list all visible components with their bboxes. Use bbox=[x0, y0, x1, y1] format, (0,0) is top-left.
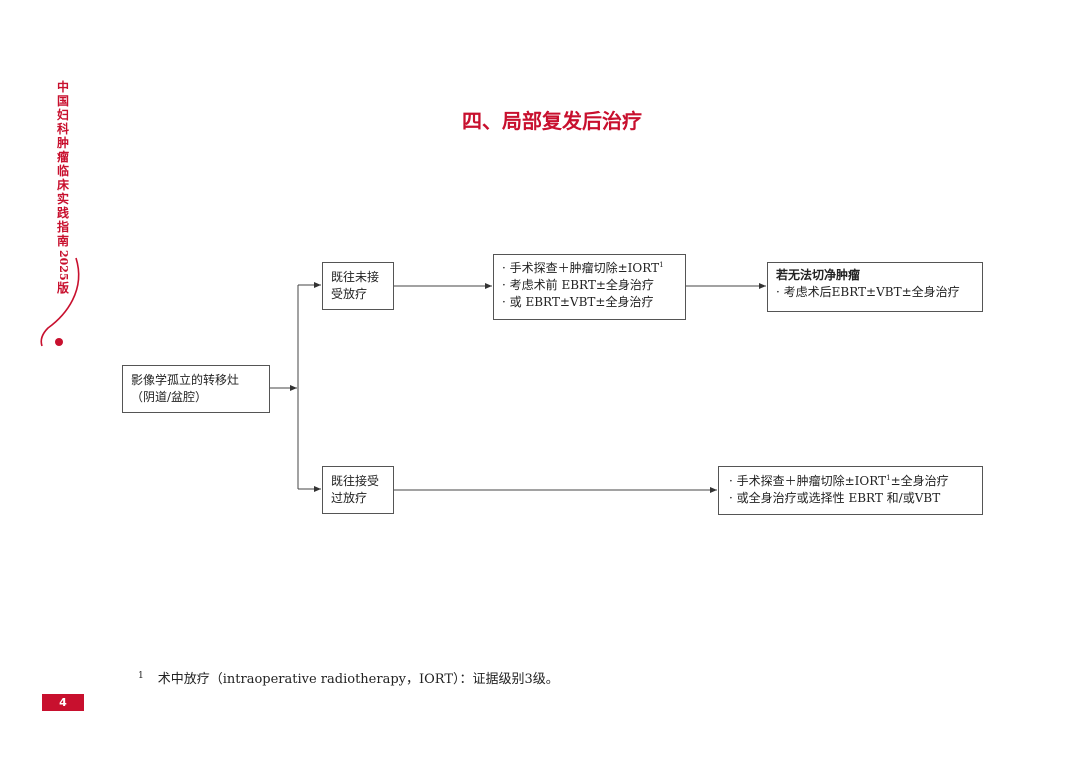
side-title-char: 践 bbox=[56, 206, 69, 220]
box-text: 过放疗 bbox=[331, 491, 368, 505]
treatment-options-treated-box: · 手术探查＋肿瘤切除±IORT1±全身治疗 · 或全身治疗或选择性 EBRT … bbox=[718, 466, 983, 515]
box-heading: 若无法切净肿瘤 bbox=[776, 268, 861, 282]
side-title-char: 床 bbox=[56, 178, 69, 192]
page-title: 四、局部复发后治疗 bbox=[462, 109, 642, 133]
option-item: · 手术探查＋肿瘤切除±IORT1±全身治疗 bbox=[729, 473, 972, 490]
option-item: · 考虑术前 EBRT±全身治疗 bbox=[502, 278, 654, 292]
footnote: 1 术中放疗（intraoperative radiotherapy，IORT）：… bbox=[138, 668, 559, 687]
option-text: · 手术探查＋肿瘤切除±IORT bbox=[729, 474, 887, 488]
box-text: 受放疗 bbox=[331, 287, 368, 301]
side-title-char: 指 bbox=[56, 220, 69, 234]
box-text: 既往未接 bbox=[331, 270, 380, 284]
decorative-arc-icon bbox=[40, 257, 80, 347]
side-title-char: 临 bbox=[56, 164, 69, 178]
footnote-mark: 1 bbox=[138, 670, 144, 681]
prior-radiotherapy-box: 既往接受 过放疗 bbox=[322, 466, 394, 514]
page-number: 4 bbox=[42, 694, 84, 711]
side-title-char: 科 bbox=[56, 122, 69, 136]
no-prior-radiotherapy-box: 既往未接 受放疗 bbox=[322, 262, 394, 310]
side-title-char: 中 bbox=[56, 80, 69, 94]
option-item: · 或全身治疗或选择性 EBRT 和/或VBT bbox=[729, 491, 941, 505]
side-guideline-title: 中 国 妇 科 肿 瘤 临 床 实 践 指 南 2025 版 bbox=[55, 80, 71, 295]
footnote-ref: 1 bbox=[886, 474, 891, 482]
option-item: · 手术探查＋肿瘤切除±IORT1 bbox=[502, 260, 677, 277]
side-title-char: 实 bbox=[56, 192, 69, 206]
side-title-year: 2025 bbox=[57, 250, 70, 281]
box-text: 既往接受 bbox=[331, 474, 380, 488]
side-title-char: 瘤 bbox=[56, 150, 69, 164]
footnote-ref: 1 bbox=[659, 261, 664, 269]
side-title-char: 妇 bbox=[56, 108, 69, 122]
treatment-options-untreated-box: · 手术探查＋肿瘤切除±IORT1 · 考虑术前 EBRT±全身治疗 · 或 E… bbox=[493, 254, 686, 320]
side-title-edition: 版 bbox=[56, 280, 69, 295]
side-title-char: 国 bbox=[56, 94, 69, 108]
side-title-char: 肿 bbox=[56, 136, 69, 150]
box-text: （阴道/盆腔） bbox=[131, 390, 208, 404]
option-item: · 考虑术后EBRT±VBT±全身治疗 bbox=[776, 285, 960, 299]
option-text: ±全身治疗 bbox=[890, 474, 949, 488]
incomplete-resection-box: 若无法切净肿瘤 · 考虑术后EBRT±VBT±全身治疗 bbox=[767, 262, 983, 312]
option-item: · 或 EBRT±VBT±全身治疗 bbox=[502, 295, 654, 309]
option-text: · 手术探查＋肿瘤切除±IORT bbox=[502, 261, 660, 275]
side-title-char: 南 bbox=[56, 234, 69, 248]
box-text: 影像学孤立的转移灶 bbox=[131, 373, 240, 387]
isolated-metastasis-box: 影像学孤立的转移灶 （阴道/盆腔） bbox=[122, 365, 270, 413]
footnote-text: 术中放疗（intraoperative radiotherapy，IORT）：证… bbox=[157, 672, 559, 687]
